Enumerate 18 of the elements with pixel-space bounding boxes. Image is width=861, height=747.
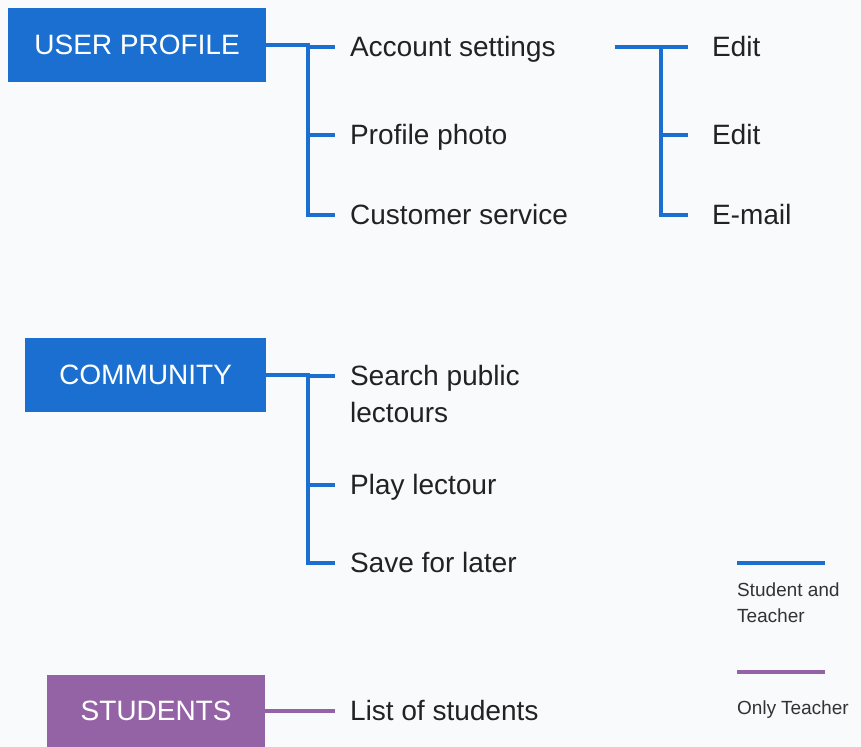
menu-item: Save for later [335,543,595,583]
connector-line [266,373,335,565]
legend-label: Only Teacher [737,697,850,721]
menu-item: Edit [688,27,848,67]
category-box: USER PROFILE [8,8,266,82]
menu-item: Profile photo [335,115,615,155]
connector-line [615,45,688,217]
menu-item: Play lectour [335,465,595,505]
category-box: COMMUNITY [25,338,266,412]
menu-item: Account settings [335,27,615,67]
menu-item: Customer service [335,195,615,235]
connector-line [265,709,335,713]
menu-item: E-mail [688,195,848,235]
menu-item: List of students [335,691,595,731]
menu-item: Search public lectours [335,356,595,434]
legend-label: Student and Teacher [737,579,840,629]
category-box: STUDENTS [47,675,265,747]
menu-item: Edit [688,115,848,155]
